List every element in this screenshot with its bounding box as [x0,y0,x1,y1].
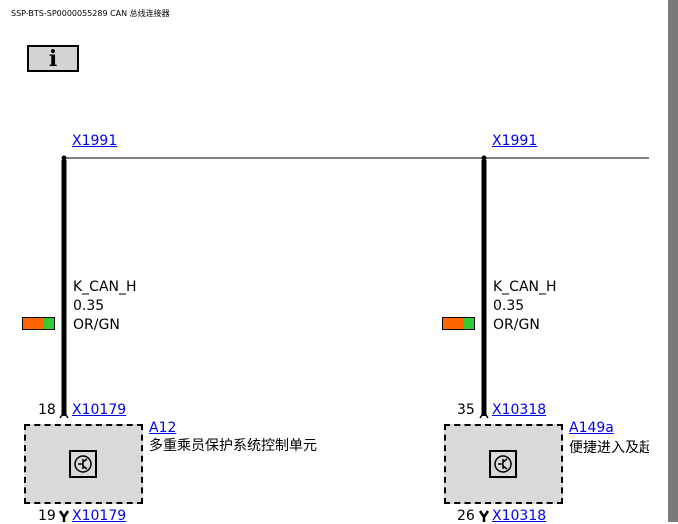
wire-info-left: K_CAN_H 0.35 OR/GN [73,278,137,335]
splice-link-left[interactable]: X1991 [72,133,118,149]
pin-number-left-bottom: 19 [38,508,56,524]
splice-dot-left [61,155,67,161]
swatch-green-left [44,318,54,329]
wire-color-swatch-right [442,317,475,330]
swatch-orange-left [23,318,45,329]
pin-marker-right-bottom [478,510,490,522]
scrollbar[interactable] [668,0,678,522]
pin-number-right-top: 35 [457,402,475,418]
control-module-icon-right [489,450,517,478]
component-name-right-clip: 便捷进入及起 [569,437,649,456]
pin-marker-left-bottom [58,510,70,522]
pin-marker-right-top [479,410,489,419]
wire-name-right: K_CAN_H [493,279,557,295]
wire-color-code-left: OR/GN [73,317,120,333]
component-link-left[interactable]: A12 [149,420,177,436]
wire-size-right: 0.35 [493,298,525,314]
connector-link-left-bottom[interactable]: X10179 [72,508,127,524]
control-module-icon-left [69,450,97,478]
wire-color-swatch-left [22,317,55,330]
wire-info-right: K_CAN_H 0.35 OR/GN [493,278,557,335]
pin-marker-left-top [59,410,69,419]
wire-color-code-right: OR/GN [493,317,540,333]
pin-number-left-top: 18 [38,402,56,418]
wire-size-left: 0.35 [73,298,105,314]
document-title: SSP-BTS-SP0000055289 CAN 总线连接器 [11,9,170,18]
wire-name-left: K_CAN_H [73,279,137,295]
info-icon: i [48,45,58,72]
pin-number-right-bottom: 26 [457,508,475,524]
component-box-left[interactable] [24,424,143,504]
component-box-right[interactable] [444,424,563,504]
component-name-left: 多重乘员保护系统控制单元 [149,438,317,454]
splice-link-right[interactable]: X1991 [492,133,538,149]
connector-link-right-bottom[interactable]: X10318 [492,508,547,524]
swatch-green-right [464,318,474,329]
splice-dot-right [481,155,487,161]
connector-link-right-top[interactable]: X10318 [492,402,547,418]
info-button[interactable]: i [27,45,79,72]
swatch-orange-right [443,318,465,329]
component-name-right: 便捷进入及起 [569,440,649,456]
component-link-right[interactable]: A149a [569,420,614,436]
connector-link-left-top[interactable]: X10179 [72,402,127,418]
